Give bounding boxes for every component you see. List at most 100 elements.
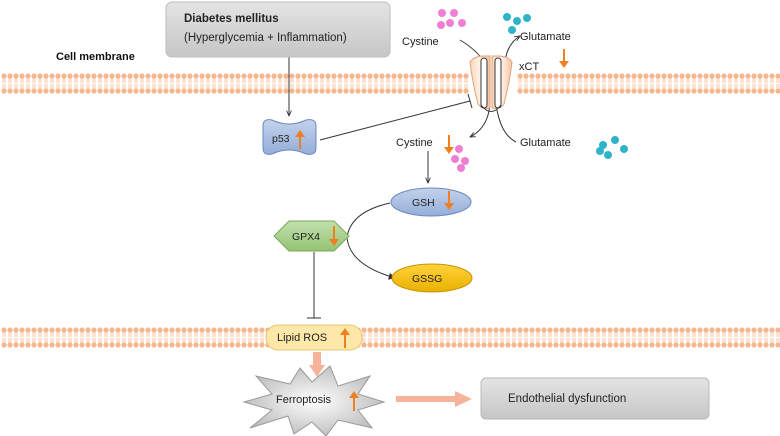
lipid-tail [410,84,414,89]
lipid-tail [758,78,762,83]
lipid-head [535,88,541,94]
lipid-tail [566,78,570,83]
lipid-tail [218,332,222,337]
lipid-head [397,73,403,79]
lipid-tail [206,84,210,89]
lipid-tail [362,332,366,337]
lipid-head [361,88,367,94]
lipid-tail [194,84,198,89]
lipid-tail [722,84,726,89]
lipid-head [757,327,763,333]
lipid-tail [596,332,600,337]
lipid-tail [302,84,306,89]
lipid-head [259,342,265,348]
lipid-head [391,327,397,333]
lipid-head [241,73,247,79]
lipid-head [43,327,49,333]
lipid-head [25,342,31,348]
lipid-tail [98,338,102,343]
lipid-tail [644,338,648,343]
lipid-tail [584,338,588,343]
lipid-tail [692,84,696,89]
lipid-head [679,88,685,94]
lipid-tail [656,78,660,83]
lipid-head [559,88,565,94]
lipid-head [85,327,91,333]
lipid-head [709,327,715,333]
lipid-tail [236,332,240,337]
lipid-head [199,342,205,348]
lipid-tail [242,84,246,89]
lipid-head [31,88,37,94]
lipid-head [565,342,571,348]
lipid-tail [512,338,516,343]
lipid-head [601,88,607,94]
lipid-tail [374,332,378,337]
lipid-tail [458,332,462,337]
lipid-head [31,342,37,348]
lipid-head [157,73,163,79]
lipid-tail [746,332,750,337]
lipid-tail [422,78,426,83]
lipid-head [133,342,139,348]
cystine-dot [461,157,469,165]
lipid-tail [152,78,156,83]
lipid-tail [146,78,150,83]
lipid-head [685,327,691,333]
glutamate-entry-line [495,103,517,143]
lipid-head [559,73,565,79]
lipid-tail [674,84,678,89]
lipid-tail [80,338,84,343]
lipid-head [241,342,247,348]
lipid-tail [638,78,642,83]
lipid-tail [632,78,636,83]
lipid-tail [2,338,6,343]
lipid-head [199,327,205,333]
lipid-tail [668,84,672,89]
lipid-tail [266,84,270,89]
lipid-tail [110,338,114,343]
lipid-head [49,73,55,79]
cystine-dot [458,19,466,27]
lipid-tail [362,84,366,89]
glutamate-dot [503,13,511,21]
lipid-head [637,327,643,333]
lipid-head [403,88,409,94]
lipid-tail [476,332,480,337]
lipid-head [259,73,265,79]
lipid-head [577,327,583,333]
lipid-tail [236,84,240,89]
lipid-head [421,88,427,94]
lipid-head [487,327,493,333]
lipid-tail [404,78,408,83]
lipid-tail [212,332,216,337]
lipid-tail [608,84,612,89]
lipid-tail [776,338,780,343]
lipid-head [601,342,607,348]
lipid-head [319,88,325,94]
lipid-head [571,88,577,94]
lipid-tail [248,338,252,343]
lipid-tail [182,332,186,337]
lipid-tail [386,78,390,83]
lipid-tail [590,338,594,343]
lipid-head [247,88,253,94]
lipid-tail [776,332,780,337]
lipid-tail [596,338,600,343]
lipid-ros-label: Lipid ROS [277,332,327,344]
lipid-tail [728,338,732,343]
lipid-head [397,88,403,94]
lipid-tail [176,338,180,343]
lipid-tail [500,338,504,343]
lipid-head [115,88,121,94]
lipid-tail [518,332,522,337]
lipid-tail [80,78,84,83]
lipid-tail [746,84,750,89]
lipid-tail [200,78,204,83]
lipid-head [127,88,133,94]
lipid-tail [404,84,408,89]
lipid-head [73,342,79,348]
lipid-tail [758,84,762,89]
lipid-tail [566,84,570,89]
lipid-head [211,88,217,94]
